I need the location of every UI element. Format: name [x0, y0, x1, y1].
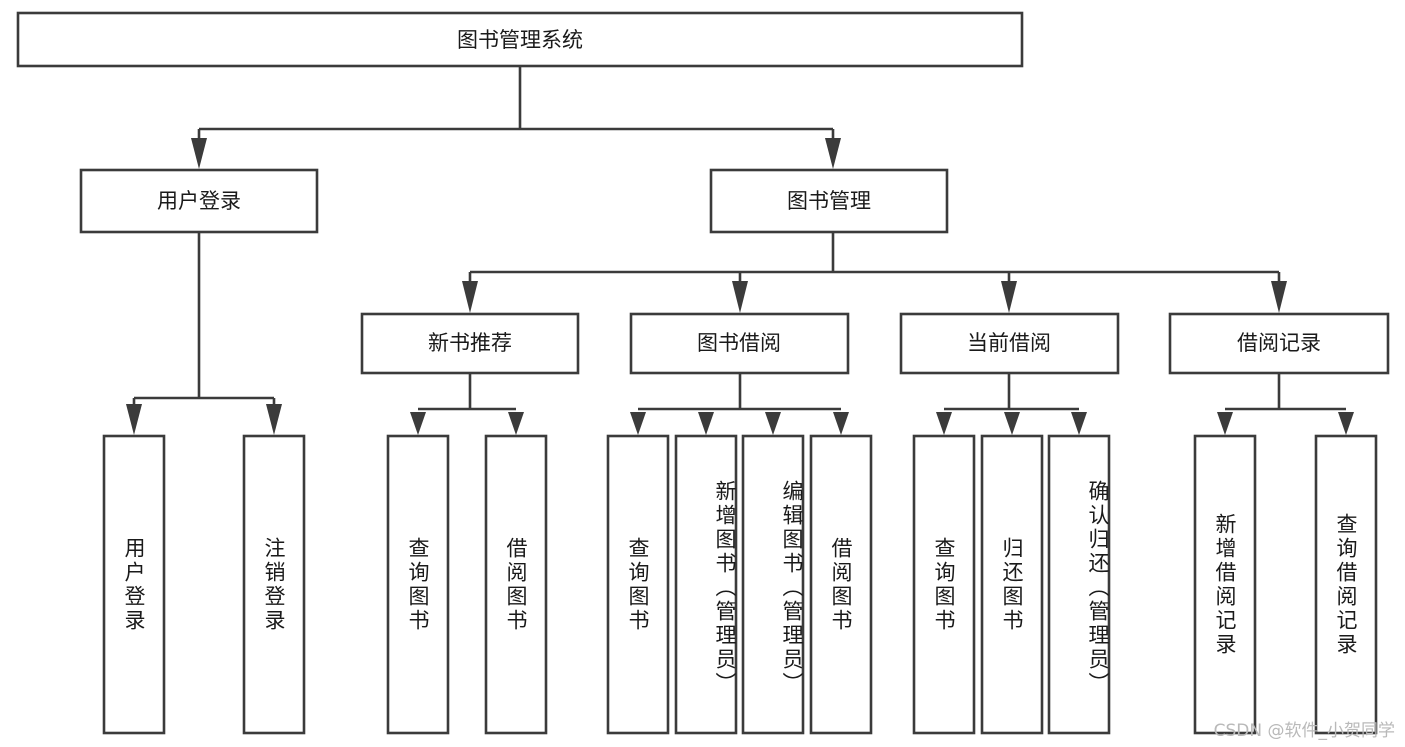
- arrowhead-current: [1001, 281, 1017, 313]
- node-book-management[interactable]: 图书管理: [709, 168, 949, 234]
- leaf-box-user-login[interactable]: [102, 434, 166, 735]
- node-user-login-label: 用户登录: [157, 189, 241, 213]
- leaf-box-borrow-book-recommend[interactable]: [484, 434, 548, 735]
- node-root-system-label: 图书管理系统: [457, 28, 583, 52]
- arrowhead-leaf-query-book-2: [630, 412, 646, 435]
- connector-user-login-to-leaves: [126, 232, 282, 435]
- arrowhead-record: [1271, 281, 1287, 313]
- connector-borrow-to-leaves: [630, 373, 849, 435]
- arrowhead-leaf-add-record: [1217, 412, 1233, 435]
- arrowhead-leaf-add-book: [698, 412, 714, 435]
- arrowhead-leaf-user-login: [126, 404, 142, 435]
- node-root-system[interactable]: 图书管理系统: [16, 11, 1024, 68]
- node-user-login[interactable]: 用户登录: [79, 168, 319, 234]
- node-book-borrow-box[interactable]: [629, 312, 850, 375]
- arrowhead-leaf-borrow-book-2: [833, 412, 849, 435]
- node-book-management-label: 图书管理: [787, 189, 871, 213]
- leaf-box-confirm-return-admin[interactable]: [1047, 434, 1111, 735]
- arrowhead-leaf-logout: [266, 404, 282, 435]
- arrowhead-user-login: [191, 138, 207, 169]
- node-book-management-box[interactable]: [709, 168, 949, 234]
- arrowhead-new-book: [462, 281, 478, 313]
- csdn-watermark: CSDN @软件_小贺同学: [1213, 721, 1395, 741]
- node-book-borrow[interactable]: 图书借阅: [629, 312, 850, 375]
- connector-record-to-leaves: [1217, 373, 1354, 435]
- leaf-box-add-borrow-record[interactable]: [1193, 434, 1257, 735]
- arrowhead-leaf-confirm-return: [1071, 412, 1087, 435]
- arrowhead-borrow: [732, 281, 748, 313]
- arrowhead-leaf-return-book: [1004, 412, 1020, 435]
- connector-book-mgmt-to-level3: [462, 232, 1287, 313]
- leaf-box-query-borrow-record[interactable]: [1314, 434, 1378, 735]
- node-borrow-record[interactable]: 借阅记录: [1168, 312, 1390, 375]
- connector-root-to-level2: [191, 66, 841, 169]
- arrowhead-leaf-edit-book: [765, 412, 781, 435]
- node-borrow-record-box[interactable]: [1168, 312, 1390, 375]
- leaf-box-logout[interactable]: [242, 434, 306, 735]
- arrowhead-leaf-query-book-3: [936, 412, 952, 435]
- connector-current-to-leaves: [936, 373, 1087, 435]
- node-new-book-recommend[interactable]: 新书推荐: [360, 312, 580, 375]
- connector-new-book-to-leaves: [410, 373, 524, 435]
- node-root-system-box[interactable]: [16, 11, 1024, 68]
- arrowhead-leaf-query-record: [1338, 412, 1354, 435]
- node-current-borrow-box[interactable]: [899, 312, 1120, 375]
- leaf-box-return-book[interactable]: [980, 434, 1044, 735]
- leaf-box-borrow-book[interactable]: [809, 434, 873, 735]
- arrowhead-leaf-borrow-book-1: [508, 412, 524, 435]
- leaf-box-query-book-recommend[interactable]: [386, 434, 450, 735]
- node-current-borrow[interactable]: 当前借阅: [899, 312, 1120, 375]
- leaf-box-query-book-current[interactable]: [912, 434, 976, 735]
- leaf-box-query-book-borrow[interactable]: [606, 434, 670, 735]
- leaf-box-add-book-admin[interactable]: [674, 434, 738, 735]
- node-book-borrow-label: 图书借阅: [697, 331, 781, 355]
- node-new-book-recommend-box[interactable]: [360, 312, 580, 375]
- leaf-box-edit-book-admin[interactable]: [741, 434, 805, 735]
- arrowhead-book-mgmt: [825, 138, 841, 169]
- node-new-book-recommend-label: 新书推荐: [428, 331, 512, 355]
- node-current-borrow-label: 当前借阅: [967, 331, 1051, 355]
- node-user-login-box[interactable]: [79, 168, 319, 234]
- leaf-boxes: [102, 434, 1378, 735]
- node-borrow-record-label: 借阅记录: [1237, 331, 1321, 355]
- arrowhead-leaf-query-book-1: [410, 412, 426, 435]
